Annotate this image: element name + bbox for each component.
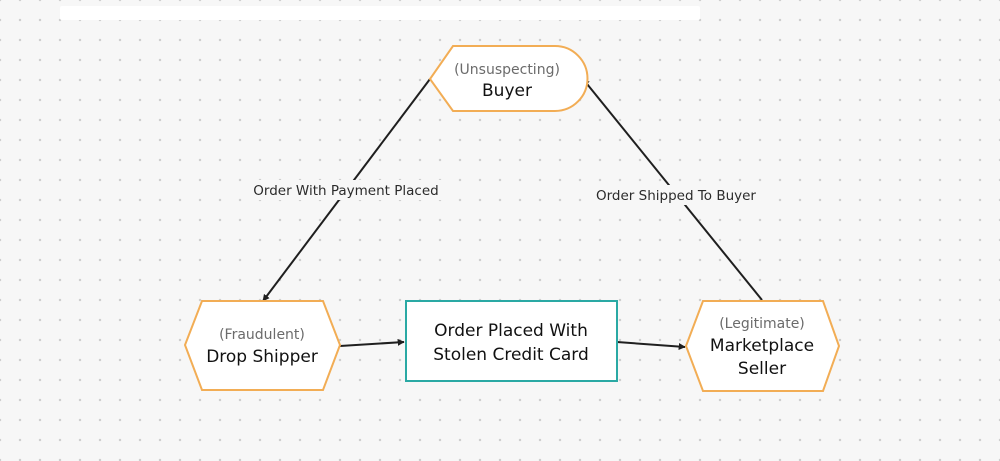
node-order-placed[interactable]: Order Placed With Stolen Credit Card [405,300,618,382]
edge-label-text: Order Shipped To Buyer [596,188,756,204]
edge-drop-shipper-to-order[interactable] [339,338,405,347]
node-label-line1: Order Placed With [434,321,588,341]
top-strip [60,6,700,20]
node-label: Buyer [482,81,532,101]
node-qualifier: (Unsuspecting) [454,62,560,78]
node-label: Drop Shipper [206,347,318,367]
node-label-line2: Stolen Credit Card [433,345,589,365]
node-label-line2: Seller [738,359,786,379]
edge-label-order-with-payment: Order With Payment Placed [248,180,444,200]
node-marketplace-seller[interactable]: (Legitimate) Marketplace Seller [684,300,841,392]
node-label-line1: Marketplace [710,336,814,356]
edge-label-text: Order With Payment Placed [253,183,438,199]
edge-order-to-seller[interactable] [616,341,686,351]
node-qualifier: (Fraudulent) [219,327,305,343]
edge-label-order-shipped: Order Shipped To Buyer [587,185,765,205]
node-drop-shipper[interactable]: (Fraudulent) Drop Shipper [183,300,342,391]
node-buyer[interactable]: (Unsuspecting) Buyer [428,45,589,112]
node-qualifier: (Legitimate) [719,316,805,332]
